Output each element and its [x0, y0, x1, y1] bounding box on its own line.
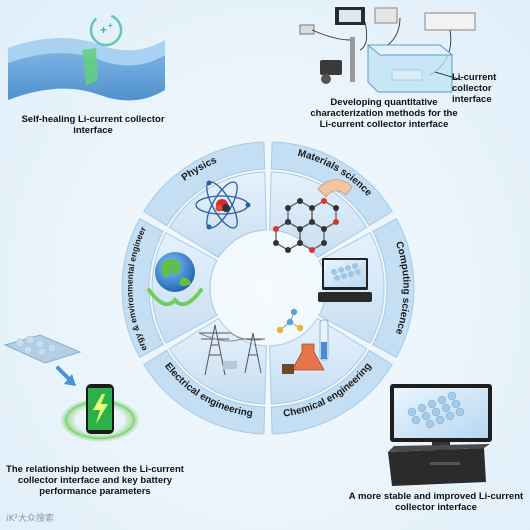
wheel-segment-electrical-engineering: Electrical engineering — [142, 317, 267, 435]
caption-characterization: Developing quantitative characterization… — [310, 97, 458, 130]
caption-improved-interface: A more stable and improved Li-current co… — [348, 491, 524, 513]
power-tower-icon — [198, 324, 266, 376]
atom-icon — [195, 180, 251, 230]
segment-band — [142, 141, 266, 227]
segment-tile — [269, 171, 368, 259]
computer-icon — [318, 258, 372, 302]
segment-band — [142, 349, 266, 435]
segment-band — [270, 349, 394, 435]
self-healing-illustration: + + — [8, 13, 165, 101]
segment-band — [372, 217, 415, 359]
lattice-icon — [273, 179, 353, 253]
svg-text:+: + — [108, 21, 113, 30]
chemistry-icon — [276, 308, 329, 374]
label-li-current-collector-interface: Li-current collector interface — [452, 72, 497, 105]
svg-text:+: + — [100, 23, 107, 37]
caption-battery-relationship: The relationship between the Li-current … — [6, 464, 184, 497]
segment-band — [121, 217, 164, 359]
computer-illustration — [388, 384, 492, 486]
characterization-setup — [299, 7, 476, 93]
battery-phone-illustration — [3, 334, 140, 442]
segment-tile — [168, 317, 267, 405]
caption-self-healing: Self-healing Li-current collector interf… — [21, 114, 165, 136]
globe-icon — [147, 252, 203, 307]
watermark: iK²大众搜索 — [6, 514, 55, 524]
